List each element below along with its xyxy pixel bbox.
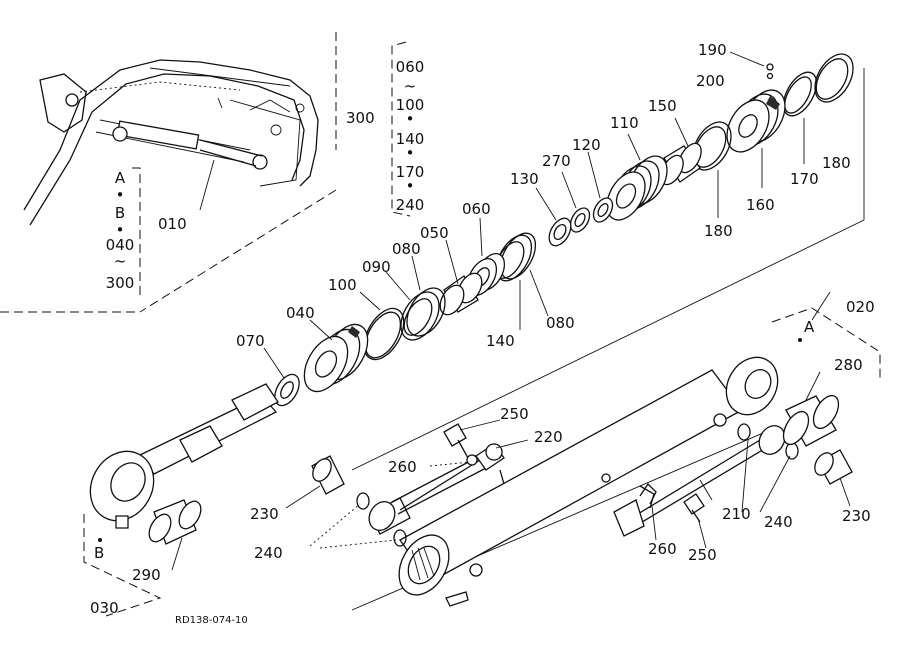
part-070-seal <box>274 373 300 407</box>
callout-140: 140 <box>486 332 515 350</box>
callout-180-lower: 180 <box>704 222 733 240</box>
kit-top-item-0: 060 <box>396 58 425 76</box>
part-170-ring <box>782 71 818 117</box>
part-130-ring <box>548 217 572 247</box>
callout-300: 300 <box>346 109 375 127</box>
kit-left-item-6: 300 <box>106 274 135 292</box>
kit-top-item-1: ~ <box>404 77 417 95</box>
part-110-gland <box>606 155 668 221</box>
callout-120: 120 <box>572 136 601 154</box>
backhoe-arm-illustration <box>23 59 319 226</box>
callout-180-upper: 180 <box>822 154 851 172</box>
part-180-ring-upper <box>814 53 854 103</box>
callouts: 010 300 190 200 150 110 120 270 130 060 … <box>90 41 875 617</box>
callout-110: 110 <box>610 114 639 132</box>
part-090-ring <box>400 287 446 341</box>
part-030-piston-rod <box>89 383 279 545</box>
ref-marker-a: A <box>804 318 815 336</box>
kit-top-item-8: 240 <box>396 196 425 214</box>
kit-left-item-0: A <box>115 169 126 187</box>
callout-040: 040 <box>286 304 315 322</box>
part-230-unions <box>311 449 853 495</box>
kit-left-item-1: • <box>116 186 125 204</box>
ref-a-dot <box>798 338 802 342</box>
part-260-clamps <box>466 454 655 509</box>
part-050-bushing <box>439 272 483 316</box>
part-060-bushing <box>466 253 506 296</box>
callout-230-left: 230 <box>250 505 279 523</box>
callout-200: 200 <box>696 72 725 90</box>
callout-220: 220 <box>534 428 563 446</box>
kit-top-item-5: • <box>406 144 415 162</box>
callout-070: 070 <box>236 332 265 350</box>
callout-190: 190 <box>698 41 727 59</box>
kit-left-item-5: ~ <box>114 252 127 270</box>
callout-160: 160 <box>746 196 775 214</box>
callout-090: 090 <box>362 258 391 276</box>
callout-290: 290 <box>132 566 161 584</box>
callout-050: 050 <box>420 224 449 242</box>
leader-010 <box>199 159 215 211</box>
part-270-ring <box>569 207 591 233</box>
callout-250-right: 250 <box>688 546 717 564</box>
callout-060: 060 <box>462 200 491 218</box>
callout-010: 010 <box>158 215 187 233</box>
drawing-code: RD138-074-10 <box>175 615 248 626</box>
callout-250-left: 250 <box>500 405 529 423</box>
callout-080-upper: 080 <box>392 240 421 258</box>
part-020-cylinder-tube <box>368 356 779 607</box>
callout-270: 270 <box>542 152 571 170</box>
callout-150: 150 <box>648 97 677 115</box>
callout-030: 030 <box>90 599 119 617</box>
callout-210: 210 <box>722 505 751 523</box>
callout-280: 280 <box>834 356 863 374</box>
callout-130: 130 <box>510 170 539 188</box>
callout-240-right: 240 <box>764 513 793 531</box>
leader-lines <box>171 51 851 571</box>
callout-020: 020 <box>846 298 875 316</box>
part-120-ring <box>592 197 614 223</box>
kit-top-item-6: 170 <box>396 163 425 181</box>
kit-top-item-7: • <box>406 177 415 195</box>
kit-left-item-4: 040 <box>106 236 135 254</box>
kit-top-item-4: 140 <box>396 130 425 148</box>
part-040-gland-nut <box>303 323 369 393</box>
callout-260-left: 260 <box>388 458 417 476</box>
ref-marker-b: B <box>94 544 104 562</box>
kit-left-item-2: B <box>115 204 125 222</box>
part-220-pipe <box>399 443 505 511</box>
callout-240-left: 240 <box>254 544 283 562</box>
callout-100: 100 <box>328 276 357 294</box>
kit-left-item-3: • <box>116 221 125 239</box>
kit-top-item-2: 100 <box>396 96 425 114</box>
ref-b-dot <box>98 538 102 542</box>
kit-top-item-3: • <box>406 110 415 128</box>
callout-230-right: 230 <box>842 507 871 525</box>
part-160-piston <box>726 89 786 153</box>
callout-260-right: 260 <box>648 540 677 558</box>
part-280-bushing <box>782 394 840 447</box>
part-100-oring <box>363 307 405 361</box>
kit-list-top: 060 ~ 100 • 140 • 170 • 240 <box>396 58 425 214</box>
reference-markers: A B <box>94 318 815 562</box>
callout-170: 170 <box>790 170 819 188</box>
callout-080-lower: 080 <box>546 314 575 332</box>
kit-list-left: A • B • 040 ~ 300 <box>106 169 135 292</box>
part-190-ball <box>766 63 774 80</box>
